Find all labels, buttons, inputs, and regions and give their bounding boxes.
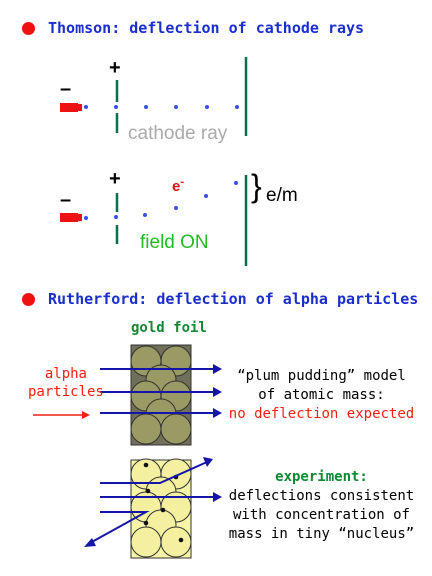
apparatus-field-off — [60, 57, 248, 136]
alpha-tracks-deflected — [84, 457, 222, 547]
gold-foil-label: gold foil — [131, 320, 207, 336]
foil-experiment — [84, 457, 222, 559]
gold-atoms — [130, 345, 192, 445]
thomson-bullet — [22, 22, 35, 35]
em-label: e/m — [266, 185, 298, 206]
apparatus-field-on — [60, 175, 248, 266]
alpha-tracks-undeflected — [100, 364, 222, 418]
gold-atoms — [130, 458, 192, 558]
alpha-incoming-arrow — [33, 411, 90, 419]
deflected-beam — [84, 181, 238, 220]
thomson-heading: Thomson: deflection of cathode rays — [48, 19, 365, 37]
experiment-caption: experiment: deflections consistent with … — [228, 469, 415, 542]
alpha-label: alpha particles — [28, 366, 104, 400]
rutherford-heading: Rutherford: deflection of alpha particle… — [48, 290, 419, 308]
cathode-ray-label: cathode ray — [128, 123, 228, 144]
minus-sign: – — [60, 189, 72, 211]
plum-pudding-caption: “plum pudding” model of atomic mass: no … — [228, 368, 415, 422]
field-on-label: field ON — [140, 232, 209, 253]
electron-source — [60, 213, 78, 222]
rutherford-bullet — [22, 293, 35, 306]
brace: } — [251, 168, 262, 204]
cathode-ray-beam — [84, 105, 239, 109]
plus-sign: + — [109, 57, 121, 79]
plus-sign: + — [109, 168, 121, 190]
foil-plum-pudding — [100, 344, 222, 446]
minus-sign: – — [60, 78, 72, 100]
electron-source — [60, 103, 78, 112]
electron-label: e- — [172, 176, 185, 195]
